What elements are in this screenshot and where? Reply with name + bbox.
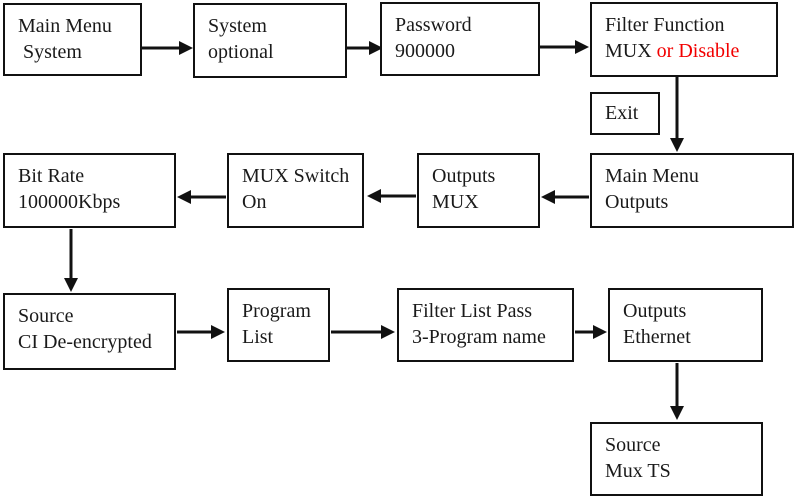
flow-box-main-menu-system: Main Menu System [3, 3, 142, 76]
flow-box-exit: Exit [590, 92, 660, 135]
arrow-mux-switch-to-bit-rate [177, 190, 226, 204]
arrow-main-menu-system-to-system-optional [141, 41, 193, 55]
box-label-line: Outputs [605, 191, 669, 213]
arrow-outputs-mux-to-mux-switch [367, 189, 416, 203]
arrow-filter-list-pass-to-outputs-ethernet [575, 325, 607, 339]
arrow-filter-function-to-main-menu-outputs [670, 77, 684, 152]
flow-box-program-list: Program List [227, 288, 330, 362]
box-label-line: Source [605, 434, 661, 456]
flow-box-password: Password 900000 [380, 2, 540, 76]
box-label-line: List [242, 326, 274, 348]
box-label-line: Password [395, 14, 472, 36]
box-label-line: Outputs [623, 300, 687, 322]
box-label-line: optional [208, 41, 274, 63]
flow-box-system-optional: System optional [193, 3, 347, 78]
box-label-line: System [208, 15, 267, 37]
flow-box-main-menu-outputs: Main Menu Outputs [590, 153, 794, 228]
box-label-line: Outputs [432, 165, 496, 187]
filter-mode-highlight: or Disable [656, 40, 740, 62]
flow-box-mux-switch: MUX Switch On [227, 153, 364, 228]
box-label-line: Exit [605, 102, 639, 124]
arrow-program-list-to-filter-list-pass [331, 325, 395, 339]
flow-box-bit-rate: Bit Rate 100000Kbps [3, 153, 176, 228]
box-label-line: Filter List Pass [412, 300, 533, 322]
box-label-line: Main Menu [605, 165, 699, 187]
arrow-system-optional-to-password [347, 41, 383, 55]
box-label-line: System [18, 41, 82, 63]
arrow-password-to-filter-function [540, 40, 589, 54]
box-label-line: Bit Rate [18, 165, 85, 187]
filter-mode-plain: MUX [605, 40, 657, 62]
box-label-line: Filter Function [605, 14, 725, 36]
flow-box-filter-function: Filter Function MUX or Disable [590, 2, 778, 77]
flow-box-outputs-mux: Outputs MUX [417, 153, 540, 228]
box-label-line: Ethernet [623, 326, 691, 348]
box-label-line: 3-Program name [412, 326, 546, 348]
flow-box-source-mux-ts: Source Mux TS [590, 422, 763, 496]
flow-box-source-ci-de-encrypted: Source CI De-encrypted [3, 293, 176, 370]
box-label-line: 900000 [395, 40, 455, 62]
box-label-line: Source [18, 305, 74, 327]
arrow-main-menu-outputs-to-outputs-mux [541, 190, 589, 204]
box-label-line: MUX or Disable [605, 38, 768, 64]
box-label-line: MUX Switch [242, 165, 350, 187]
box-label-line: Program [242, 300, 311, 322]
arrow-source-ci-to-program-list [177, 325, 225, 339]
box-label-line: CI De-encrypted [18, 331, 152, 353]
flow-box-outputs-ethernet: Outputs Ethernet [608, 288, 763, 362]
box-label-line: 100000Kbps [18, 191, 121, 213]
box-label-line: MUX [432, 191, 479, 213]
arrow-bit-rate-to-source-ci [64, 229, 78, 292]
flow-box-filter-list-pass: Filter List Pass 3-Program name [397, 288, 574, 362]
arrow-outputs-ethernet-to-source-mux-ts [670, 363, 684, 420]
box-label-line: Main Menu [18, 15, 112, 37]
box-label-line: On [242, 191, 267, 213]
box-label-line: Mux TS [605, 460, 671, 482]
